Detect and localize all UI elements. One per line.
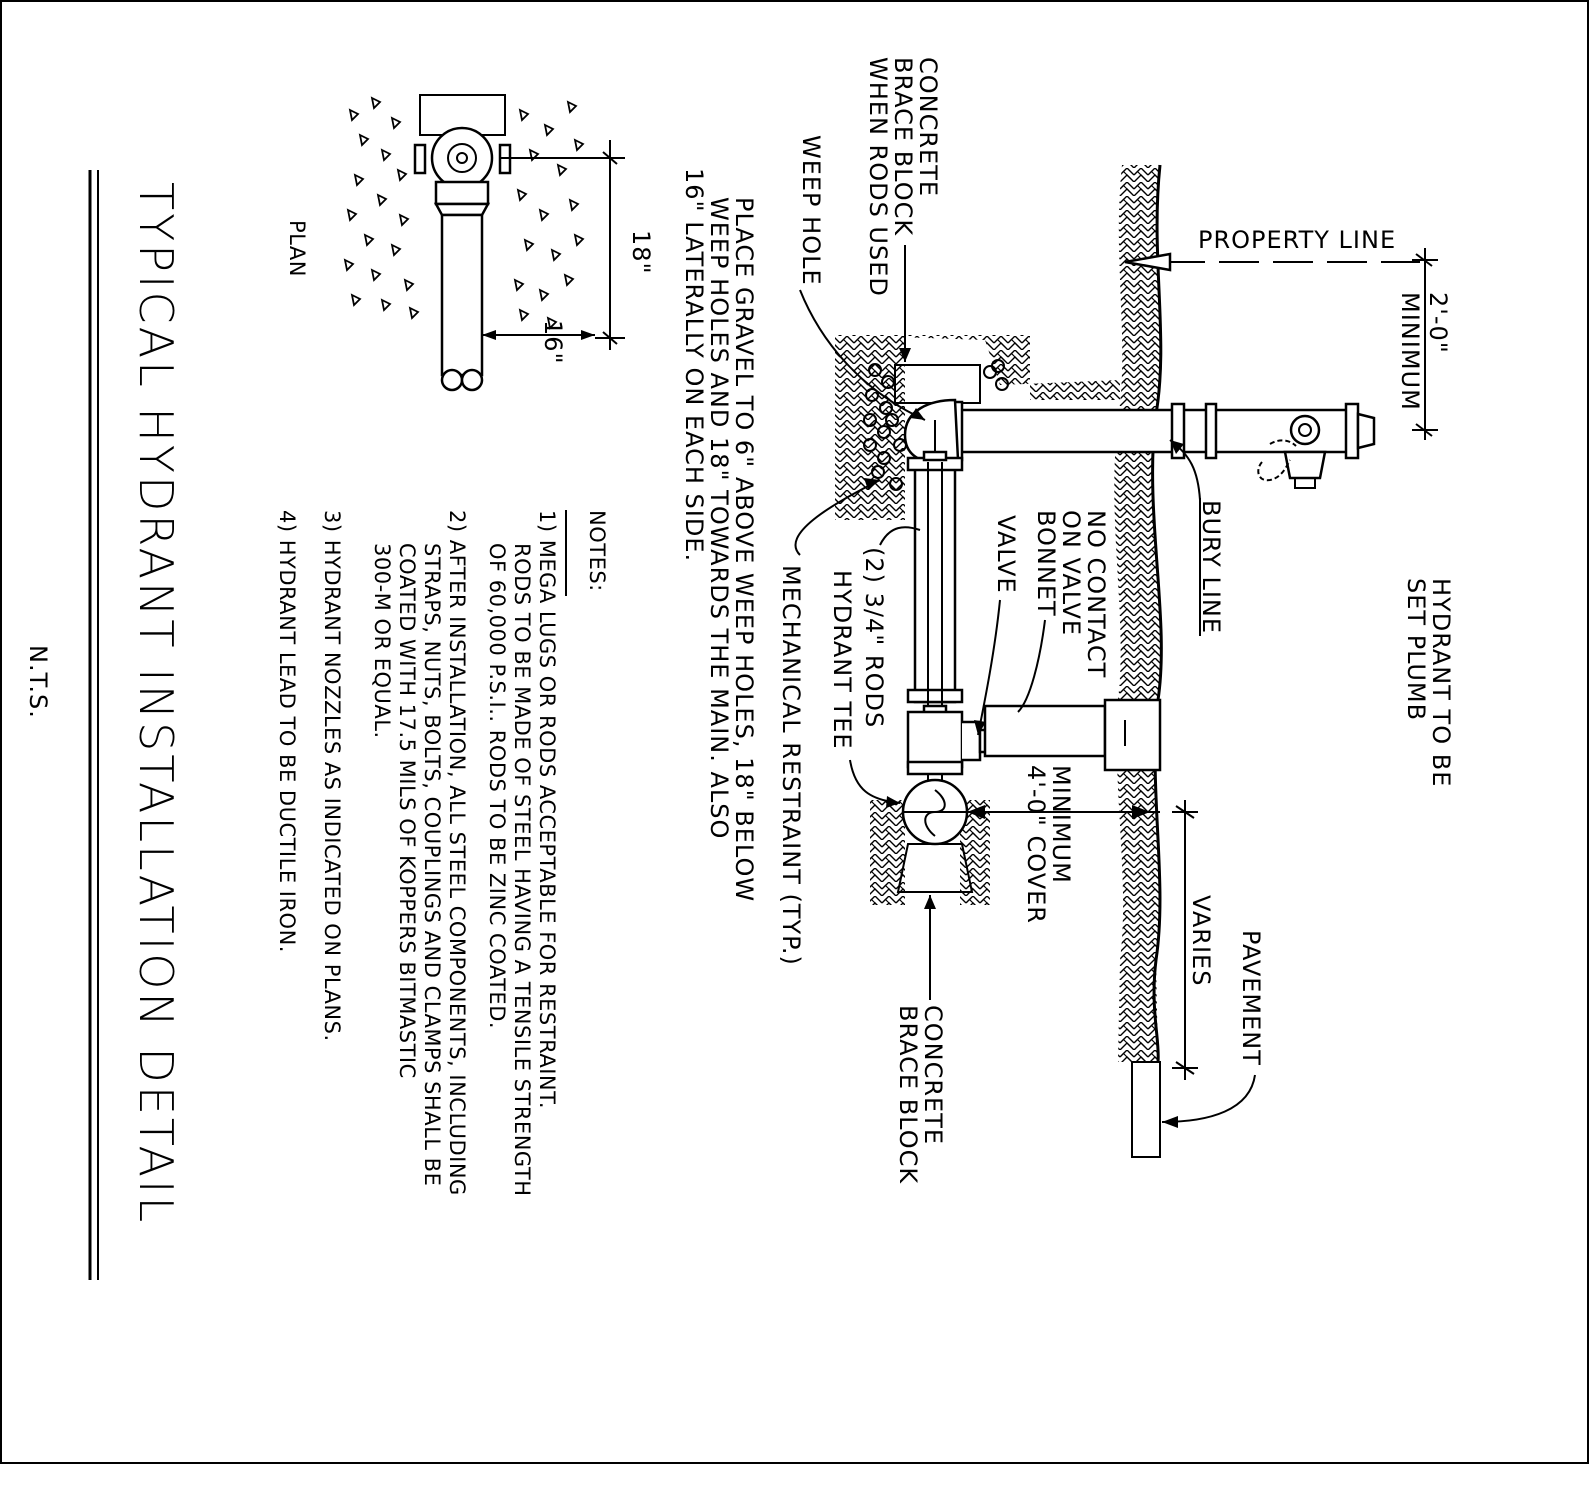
leader-pavement	[1161, 1074, 1256, 1123]
label-hydrant-tee: HYDRANT TEE	[828, 570, 856, 750]
soil-hatch-left	[835, 335, 905, 520]
label-min-cover-1: MINIMUM	[1047, 765, 1075, 884]
hydrant-nozzle-cap	[1289, 414, 1321, 446]
label-gravel-3: 16" LATERALLY ON EACH SIDE.	[680, 168, 708, 562]
leader-hydrant-tee	[849, 759, 901, 804]
hydrant-lead	[913, 460, 957, 704]
brace-block-main	[896, 843, 974, 893]
label-concrete-brace-1: CONCRETE	[919, 1005, 947, 1145]
label-concrete-brace-2: BRACE BLOCK	[894, 1005, 922, 1184]
plan-label: PLAN	[285, 220, 309, 277]
note-line-3: OF 60,000 P.S.I.. RODS TO BE ZINC COATED…	[485, 543, 509, 1029]
label-mechanical-restraint: MECHANICAL RESTRAINT (TYP.)	[777, 565, 805, 966]
gate-valve	[906, 710, 964, 769]
plan-hydrant-lead	[440, 213, 484, 377]
plan-main-right	[460, 368, 484, 392]
label-hydrant-plumb-1: HYDRANT TO BE	[1427, 578, 1455, 787]
hydrant-pumper-nozzle	[1283, 450, 1327, 480]
label-property-line: PROPERTY LINE	[1198, 226, 1396, 254]
brace-block-rods	[894, 364, 981, 404]
soil-hatch-upper	[840, 335, 1120, 400]
label-2ft-minimum: MINIMUM	[1396, 292, 1424, 411]
label-brace-rods-3: WHEN RODS USED	[864, 57, 892, 297]
label-brace-rods-1: CONCRETE	[914, 57, 942, 197]
barrel-flange-mid	[1204, 402, 1218, 460]
gravel-pocket	[863, 359, 1009, 491]
label-bury-line: BURY LINE	[1197, 500, 1225, 634]
plan-dim-18-label: 18"	[627, 230, 655, 275]
scale-label: N.T.S.	[24, 645, 52, 719]
leader-no-contact	[1017, 619, 1046, 713]
label-no-contact-1: NO CONTACT	[1082, 510, 1110, 678]
note-line-5: STRAPS, NUTS, BOLTS, COUPLINGS AND CLAMP…	[420, 543, 444, 1186]
label-rods: (2) 3/4" RODS	[860, 547, 888, 728]
plan-flange-left	[413, 143, 427, 175]
note-line-9: 4) HYDRANT LEAD TO BE DUCTILE IRON.	[275, 510, 299, 953]
note-line-4: 2) AFTER INSTALLATION, ALL STEEL COMPONE…	[445, 510, 469, 1196]
label-brace-rods-2: BRACE BLOCK	[889, 57, 917, 236]
hydrant-top-nut	[1356, 412, 1376, 450]
leader-rods	[879, 526, 921, 546]
plan-dim-16-label: 16"	[539, 320, 567, 365]
notes-heading: NOTES:	[585, 510, 609, 592]
plan-main-left	[440, 368, 464, 392]
note-line-7: 300-M OR EQUAL.	[370, 543, 394, 739]
pavement-hatch	[1131, 1061, 1161, 1158]
note-line-8: 3) HYDRANT NOZZLES AS INDICATED ON PLANS…	[320, 510, 344, 1042]
label-min-cover-2: 4'-0" COVER	[1022, 765, 1050, 924]
soil-hatch-surface	[1114, 165, 1162, 1062]
note-line-1: 1) MEGA LUGS OR RODS ACCEPTABLE FOR REST…	[535, 510, 559, 1109]
nozzle-chain	[1257, 439, 1297, 482]
lead-flange-valve	[906, 688, 964, 704]
soil-hatch-main-left	[870, 800, 905, 905]
property-line-arrow	[1124, 252, 1172, 272]
label-no-contact-3: BONNET	[1032, 510, 1060, 617]
valve-box	[983, 704, 1107, 758]
label-pavement: PAVEMENT	[1237, 930, 1265, 1066]
label-hydrant-plumb-2: SET PLUMB	[1402, 578, 1430, 721]
label-varies: VARIES	[1187, 895, 1215, 986]
valve-box-lid	[1103, 698, 1162, 772]
plan-hydrant-base	[434, 180, 490, 206]
label-2ft: 2'-0"	[1424, 292, 1452, 354]
leader-weep-hole	[799, 289, 926, 421]
plan-hydrant-body	[430, 126, 494, 190]
drawing-title: TYPICAL HYDRANT INSTALLATION DETAIL	[129, 182, 183, 1225]
note-line-6: COATED WITH 17.5 MILS OF KOPPERS BITMAST…	[395, 543, 419, 1079]
label-valve: VALVE	[992, 515, 1020, 594]
label-weep-hole: WEEP HOLE	[797, 135, 825, 286]
hydrant-barrel	[956, 408, 1352, 454]
note-line-2: RODS TO BE MADE OF STEEL HAVING A TENSIL…	[510, 543, 534, 1197]
barrel-flange-top	[1344, 402, 1360, 460]
label-gravel-1: PLACE GRAVEL TO 6" ABOVE WEEP HOLES, 18"…	[730, 197, 758, 902]
label-gravel-2: WEEP HOLES AND 18" TOWARDS THE MAIN. ALS…	[705, 197, 733, 839]
plan-gravel	[343, 96, 585, 330]
leader-mech-restraint	[794, 479, 881, 556]
soil-hatch-main-right	[960, 800, 990, 905]
label-no-contact-2: ON VALVE	[1057, 510, 1085, 636]
valve-flange-bottom	[906, 760, 964, 776]
